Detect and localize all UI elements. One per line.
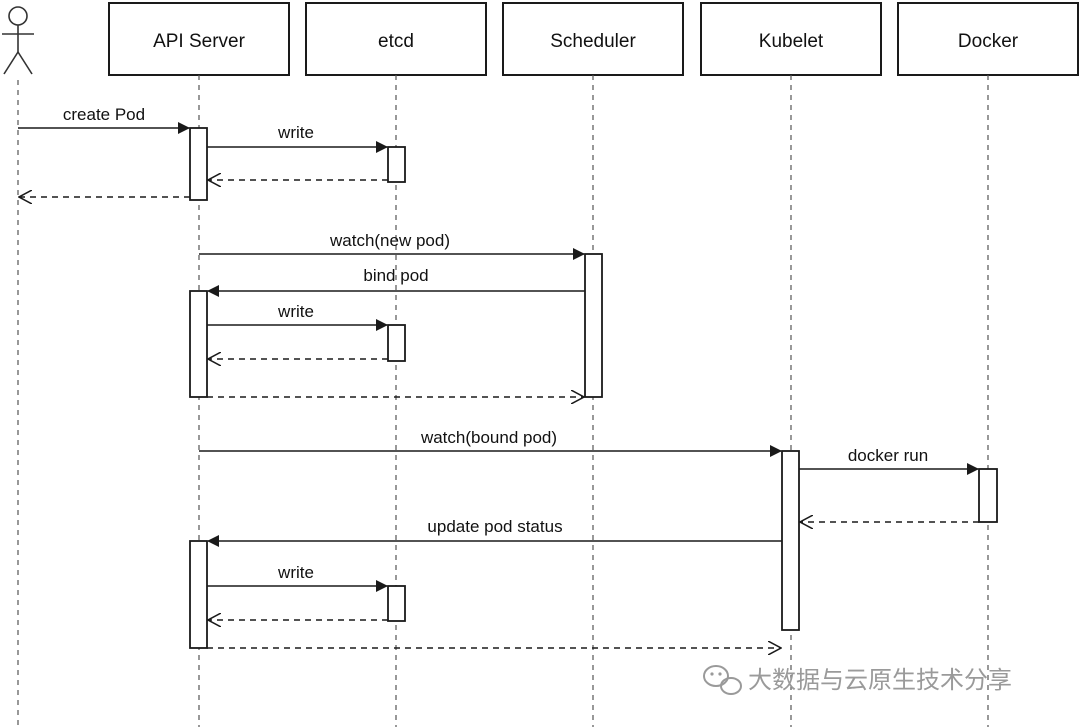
message-watch-new-pod-label: watch(new pod) <box>329 231 450 250</box>
message-write-2-label: write <box>277 302 314 321</box>
wechat-icon <box>703 665 742 695</box>
message-update-pod-status: update pod status <box>207 517 782 547</box>
scheduler-activation <box>584 253 603 398</box>
participant-kubelet-label: Kubelet <box>759 31 824 52</box>
etcd-activation-3 <box>387 585 406 622</box>
message-bind-pod: bind pod <box>207 266 585 297</box>
participant-etcd: etcd <box>305 2 487 76</box>
message-watch-bound-pod-label: watch(bound pod) <box>420 428 557 447</box>
etcd-activation-2 <box>387 324 406 362</box>
message-write-1-label: write <box>277 123 314 142</box>
participant-docker: Docker <box>897 2 1079 76</box>
message-create-pod: create Pod <box>18 105 190 134</box>
participant-kubelet: Kubelet <box>700 2 882 76</box>
message-docker-run: docker run <box>799 446 979 475</box>
message-docker-run-label: docker run <box>848 446 928 465</box>
message-create-pod-label: create Pod <box>63 105 145 124</box>
api-server-activation-1 <box>189 127 208 201</box>
message-watch-bound-pod: watch(bound pod) <box>199 428 782 457</box>
participant-scheduler: Scheduler <box>502 2 684 76</box>
participant-etcd-label: etcd <box>378 31 414 52</box>
participant-docker-label: Docker <box>958 31 1019 52</box>
watermark: 大数据与云原生技术分享 <box>703 665 1012 695</box>
participant-api-server: API Server <box>108 2 290 76</box>
message-write-1: write <box>207 123 388 153</box>
api-server-activation-2 <box>189 290 208 398</box>
participant-api-server-label: API Server <box>153 31 246 52</box>
docker-activation <box>978 468 998 523</box>
message-write-3: write <box>207 563 388 592</box>
kubelet-activation <box>781 450 800 631</box>
message-update-pod-status-label: update pod status <box>427 517 562 536</box>
etcd-activation-1 <box>387 146 406 183</box>
user-actor-icon <box>2 6 34 75</box>
api-server-activation-3 <box>189 540 208 649</box>
message-write-3-label: write <box>277 563 314 582</box>
watermark-text: 大数据与云原生技术分享 <box>748 667 1012 694</box>
message-watch-new-pod: watch(new pod) <box>199 231 585 260</box>
message-bind-pod-label: bind pod <box>363 266 428 285</box>
participant-scheduler-label: Scheduler <box>550 31 636 52</box>
message-write-2: write <box>207 302 388 331</box>
